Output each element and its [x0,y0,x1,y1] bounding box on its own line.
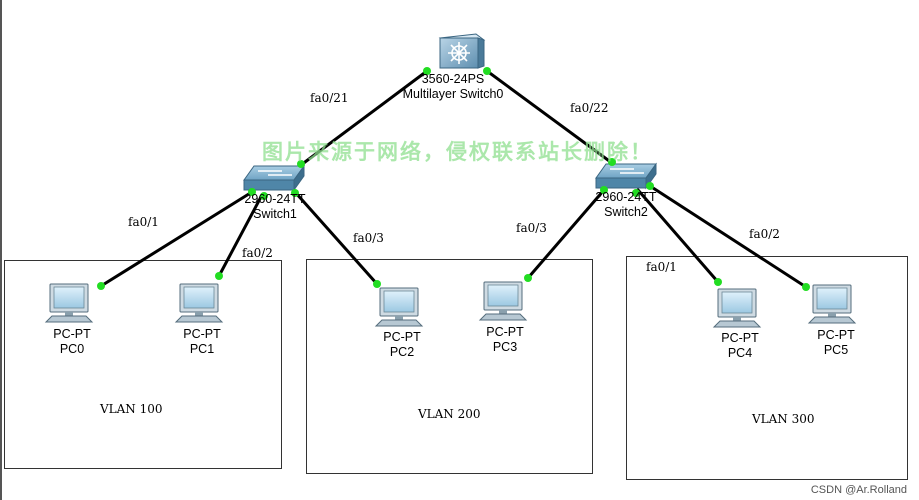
port-dot [248,188,256,196]
port-dot [600,186,608,194]
link-ml-switch2[interactable] [485,69,614,165]
port-dot [260,192,268,200]
switch2-icon[interactable] [595,162,657,190]
link-switch1-pc2[interactable] [293,190,379,286]
port-label-switch1-pc2: fa0/3 [353,231,384,245]
multilayer-switch-icon[interactable] [438,33,486,69]
port-dot [632,189,640,197]
link-switch1-pc0[interactable] [99,190,254,288]
watermark-text: 图片来源于网络，侵权联系站长删除！ [262,140,653,164]
device-name: Switch2 [604,205,648,219]
device-name: PC5 [823,343,849,357]
switch1-label: 2960-24TT Switch1 [244,192,305,222]
pc1-icon[interactable] [174,283,224,323]
device-model: PC-PT [183,327,221,341]
port-dot [297,160,305,168]
device-model: PC-PT [53,327,91,341]
pc5-icon[interactable] [807,284,857,324]
pc5-label: PC-PT PC5 [817,328,855,358]
device-model: PC-PT [817,328,855,342]
frame-edge [0,0,2,500]
device-name: PC1 [189,342,215,356]
switch1-icon[interactable] [243,164,305,192]
links [99,69,808,289]
vlan-200-box [306,259,593,474]
port-dot [423,67,431,75]
device-model: 2960-24TT [244,192,306,206]
vlan-100-label: VLAN 100 [100,402,163,416]
pc4-icon[interactable] [712,288,762,328]
vlan-200-label: VLAN 200 [418,407,481,421]
credit-text: CSDN @Ar.Rolland [808,484,909,496]
port-dot [97,282,105,290]
link-ml-switch1[interactable] [299,69,429,167]
pc2-label: PC-PT PC2 [383,330,421,360]
pc0-label: PC-PT PC0 [53,327,91,357]
device-model: PC-PT [383,330,421,344]
pc3-label: PC-PT PC3 [486,325,524,355]
device-name: Multilayer Switch0 [402,87,504,101]
port-label-switch1-pc1: fa0/2 [242,246,273,260]
link-switch2-pc5[interactable] [648,184,808,289]
port-label-ml-switch1: fa0/21 [310,91,349,105]
pc0-icon[interactable] [44,283,94,323]
port-dot [215,272,223,280]
port-dot [714,278,722,286]
pc2-icon[interactable] [374,287,424,327]
device-name: PC4 [727,346,753,360]
port-dot [608,158,616,166]
multilayer-switch-label: 3560-24PS Multilayer Switch0 [403,72,504,102]
pc3-icon[interactable] [478,281,528,321]
device-model: 2960-24TT [595,190,657,204]
device-name: PC0 [59,342,85,356]
port-label-switch2-pc5: fa0/2 [749,227,780,241]
pc1-label: PC-PT PC1 [183,327,221,357]
port-label-switch1-pc0: fa0/1 [128,215,159,229]
device-name: PC2 [389,345,415,359]
port-dot [483,67,491,75]
switch2-label: 2960-24TT Switch2 [595,190,656,220]
pc4-label: PC-PT PC4 [721,331,759,361]
port-dot [646,182,654,190]
vlan-300-label: VLAN 300 [752,412,815,426]
device-model: 3560-24PS [421,72,485,86]
port-indicators [97,67,810,291]
port-dot [373,280,381,288]
port-label-switch2-pc4: fa0/1 [646,260,677,274]
link-switch2-pc3[interactable] [526,188,606,280]
device-model: PC-PT [486,325,524,339]
port-dot [802,283,810,291]
vlan-300-box [626,256,908,480]
port-dot [291,189,299,197]
port-label-ml-switch2: fa0/22 [570,101,609,115]
port-label-switch2-pc3: fa0/3 [516,221,547,235]
device-model: PC-PT [721,331,759,345]
port-dot [524,274,532,282]
device-name: PC3 [492,340,518,354]
link-switch1-pc1[interactable] [217,193,264,278]
device-name: Switch1 [253,207,297,221]
link-switch2-pc4[interactable] [636,188,720,284]
